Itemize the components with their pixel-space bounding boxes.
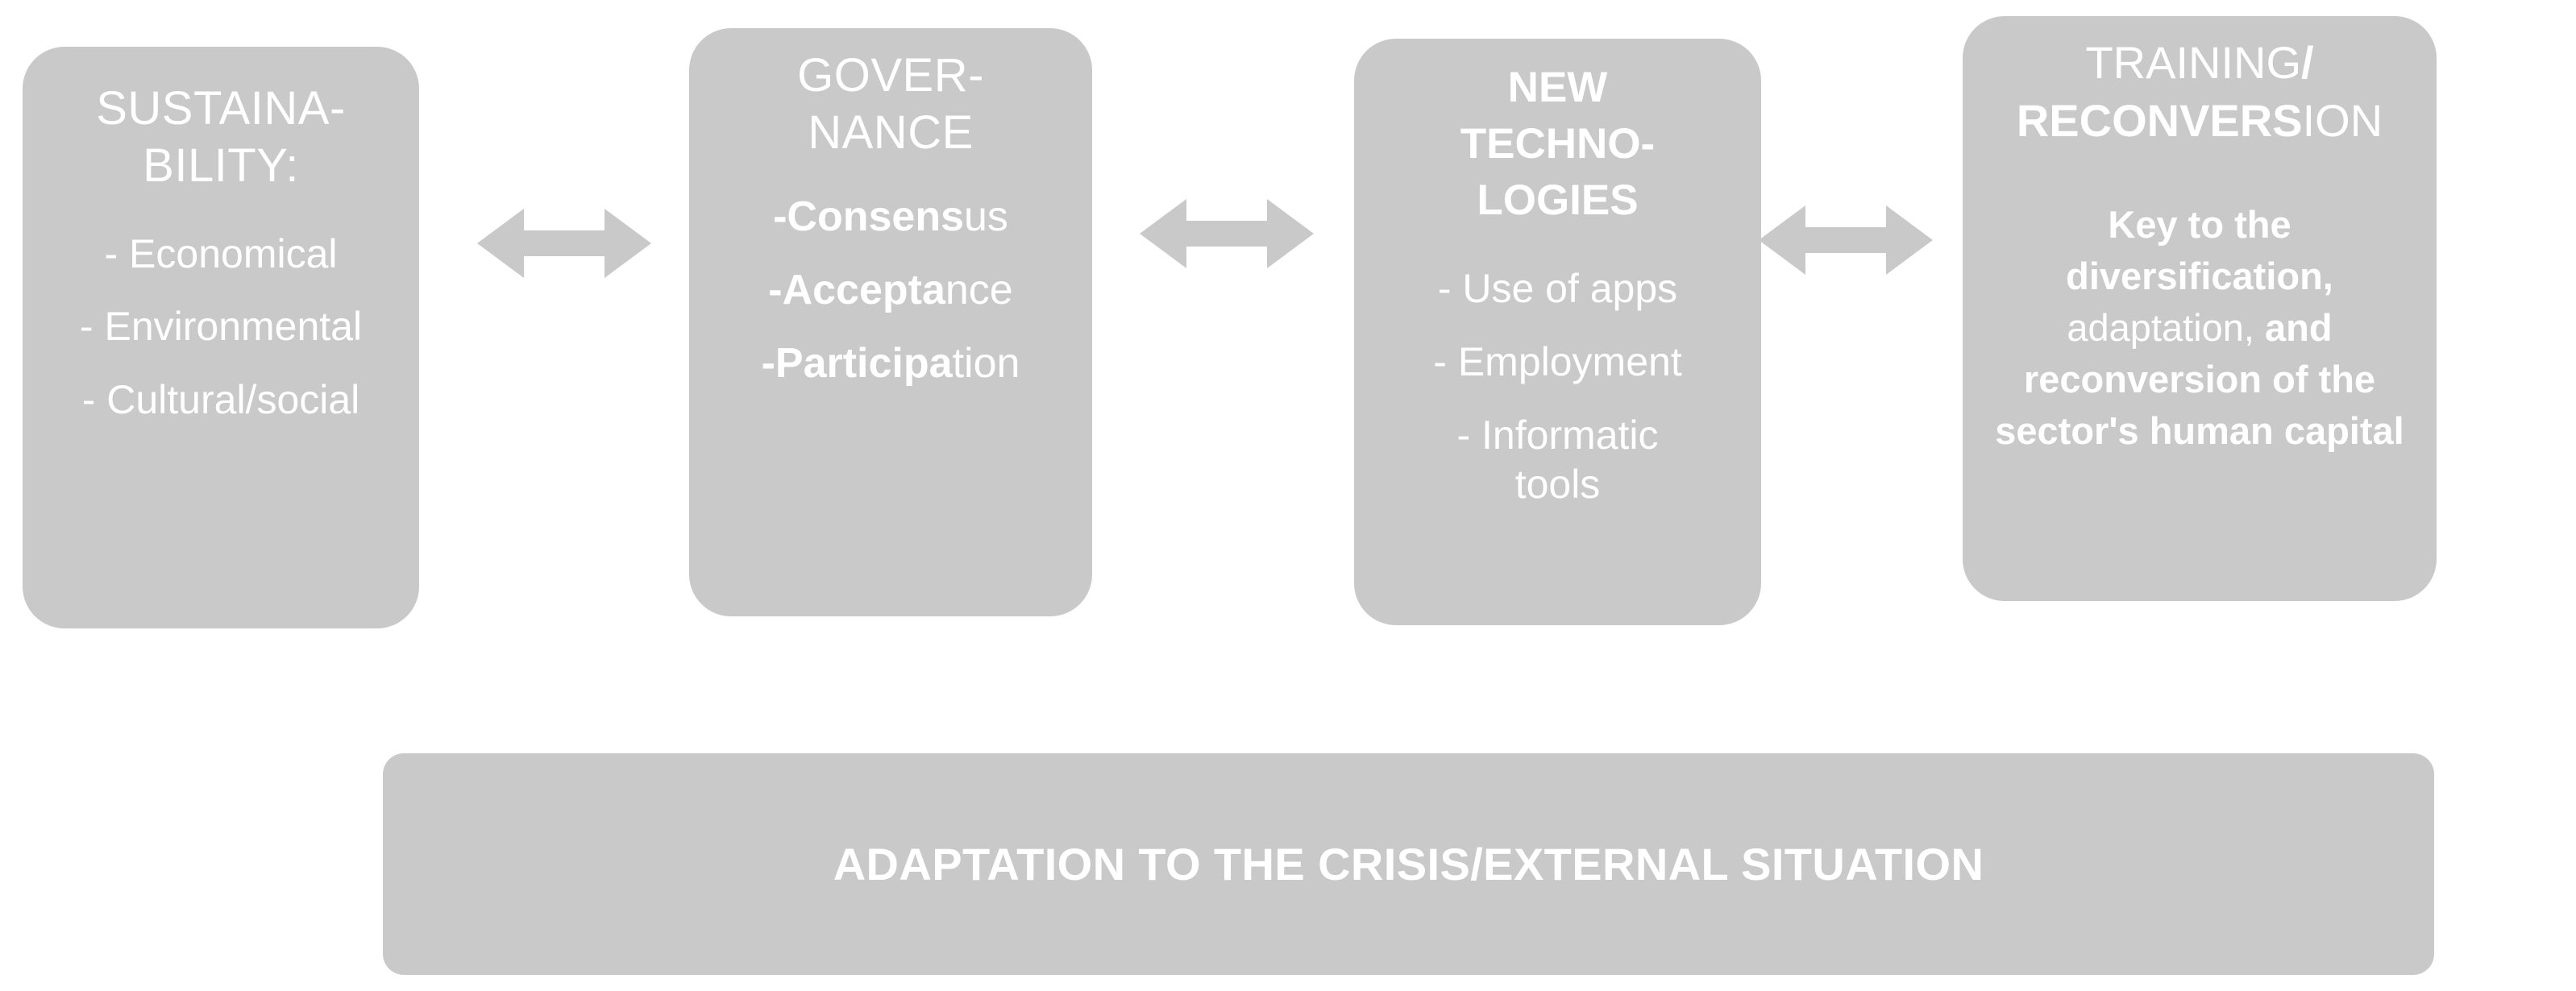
double-arrow-icon bbox=[1140, 193, 1314, 274]
body-plain-1: adaptation, bbox=[2067, 306, 2266, 350]
double-arrow-icon bbox=[1759, 200, 1933, 280]
list-item: - Cultural/social bbox=[81, 376, 360, 422]
list-item: - Informatic tools bbox=[1456, 412, 1659, 507]
list-item: -Acceptance bbox=[699, 264, 1082, 317]
node-sustainability[interactable]: SUSTAINA- BILITY: - Economical - Environ… bbox=[23, 47, 419, 628]
list-item: - Environmental bbox=[79, 304, 363, 349]
node-governance-body: -Consensus -Acceptance -Participation bbox=[699, 191, 1082, 411]
node-governance[interactable]: GOVER- NANCE -Consensus -Acceptance -Par… bbox=[689, 28, 1092, 616]
node-training-reconversion[interactable]: TRAINING/ RECONVERSION Key to the diversi… bbox=[1963, 16, 2437, 601]
body-emphasis-1: Key to the diversification, bbox=[2066, 203, 2333, 298]
node-training-reconversion-body: Key to the diversification, adaptation, … bbox=[1977, 199, 2422, 457]
title-part-reconvers: RECONVERS bbox=[2016, 94, 2303, 146]
node-new-technologies-body: - Use of apps - Employment - Informatic … bbox=[1365, 264, 1750, 533]
double-arrow-icon bbox=[477, 203, 651, 284]
title-part-ion: ION bbox=[2302, 94, 2383, 146]
list-item: -Participation bbox=[699, 338, 1082, 390]
node-sustainability-body: - Economical - Environmental - Cultural/… bbox=[34, 229, 408, 448]
list-item: -Consensus bbox=[699, 191, 1082, 243]
list-item: - Use of apps bbox=[1437, 265, 1678, 311]
list-item-emphasis: -Accepta bbox=[768, 266, 945, 313]
body-emphasis-2: and reconversion of the sector's human c… bbox=[1995, 306, 2404, 452]
list-item: - Economical bbox=[104, 230, 338, 276]
list-item-tail: nce bbox=[945, 266, 1013, 313]
banner-adaptation[interactable]: ADAPTATION TO THE CRISIS/EXTERNAL SITUAT… bbox=[383, 753, 2434, 975]
title-part-slash: / bbox=[2301, 37, 2314, 88]
node-sustainability-title: SUSTAINA- BILITY: bbox=[96, 82, 346, 192]
node-training-reconversion-text: Key to the diversification, adaptation, … bbox=[1977, 199, 2422, 457]
list-item-tail: us bbox=[964, 193, 1008, 240]
node-governance-title: GOVER- NANCE bbox=[797, 49, 984, 159]
list-item-emphasis: -Participa bbox=[761, 339, 953, 387]
list-item: - Employment bbox=[1433, 338, 1682, 384]
node-training-reconversion-title: TRAINING/ RECONVERSION bbox=[1977, 34, 2422, 149]
title-part-training: TRAINING bbox=[2085, 37, 2301, 88]
list-item-emphasis: -Consens bbox=[773, 193, 964, 240]
banner-adaptation-text: ADAPTATION TO THE CRISIS/EXTERNAL SITUAT… bbox=[833, 839, 1984, 889]
node-new-technologies-title: NEW TECHNO- LOGIES bbox=[1460, 64, 1656, 224]
list-item-tail: tion bbox=[952, 339, 1020, 387]
node-new-technologies[interactable]: NEW TECHNO- LOGIES - Use of apps - Emplo… bbox=[1354, 39, 1761, 625]
